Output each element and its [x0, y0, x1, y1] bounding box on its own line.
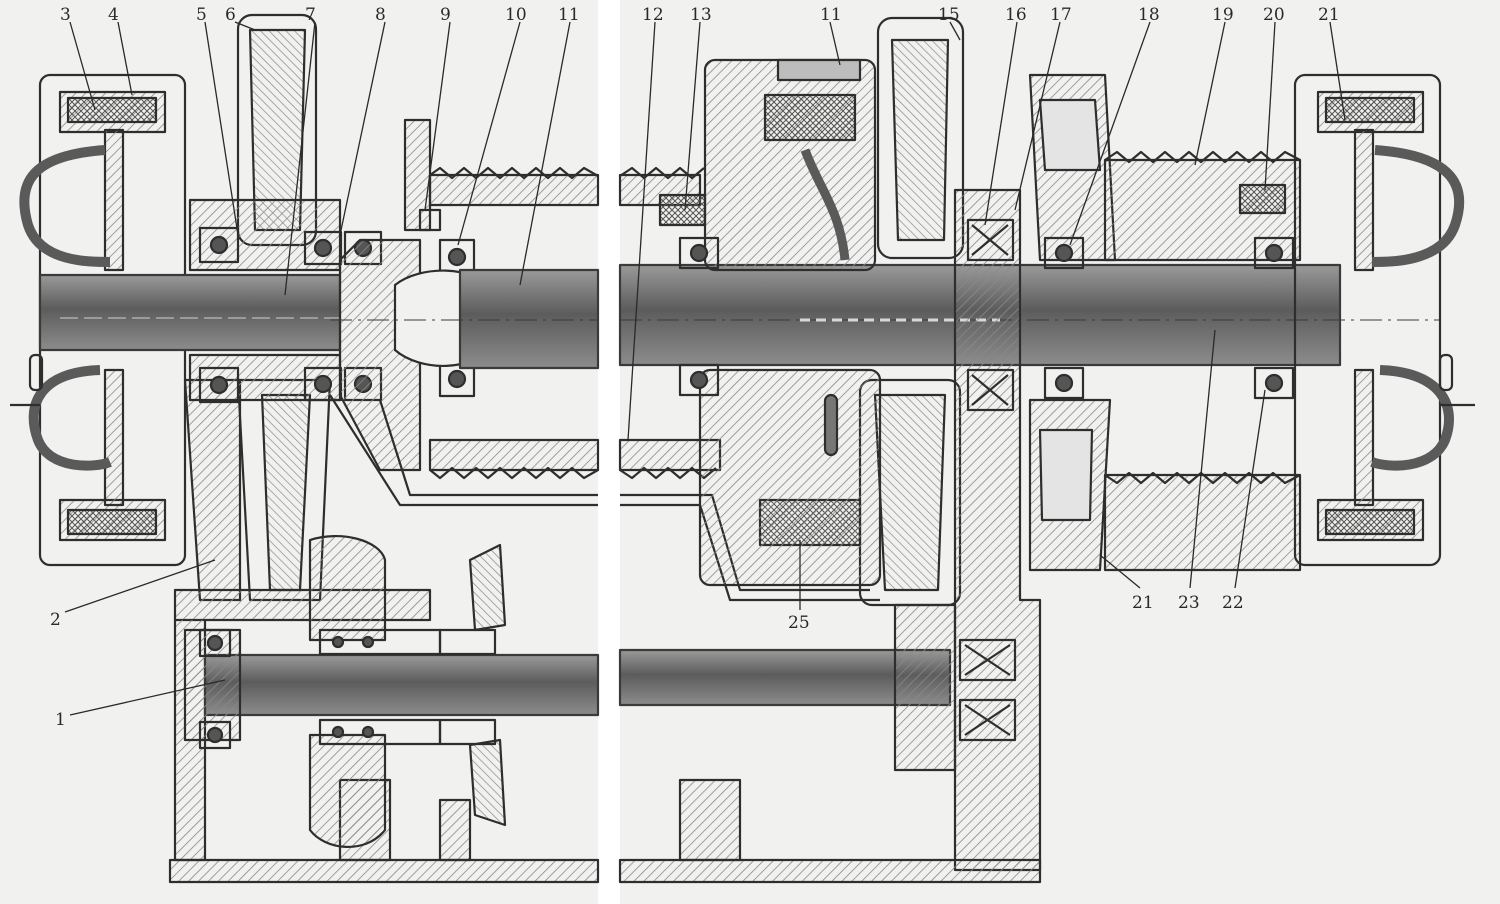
- left-hose-loops: [10, 145, 112, 471]
- callout-13: 13: [690, 5, 712, 25]
- callout-8: 8: [375, 5, 386, 25]
- callout-21-top: 21: [1318, 5, 1340, 25]
- page-gutter: [598, 0, 620, 904]
- callout-labels: 3 4 5 6 7 8 9 10 11 12 13 11 15 16 17 18…: [50, 5, 1340, 730]
- callout-17: 17: [1050, 5, 1072, 25]
- lower-gear-shaft: [183, 535, 600, 848]
- callout-5: 5: [196, 5, 207, 25]
- callout-10: 10: [505, 5, 527, 25]
- callout-23: 23: [1178, 593, 1200, 613]
- callout-9: 9: [440, 5, 451, 25]
- middle-brake-sheave: [678, 16, 965, 607]
- central-housing: [618, 188, 1042, 884]
- left-shaft: [38, 273, 342, 352]
- callout-18: 18: [1138, 5, 1160, 25]
- callout-4: 4: [108, 5, 119, 25]
- callout-15: 15: [938, 5, 960, 25]
- callout-1: 1: [55, 710, 66, 730]
- callout-6: 6: [225, 5, 236, 25]
- leader-lines: [64, 21, 1346, 716]
- callout-3: 3: [60, 5, 71, 25]
- callout-11-left: 11: [558, 5, 580, 25]
- callout-25: 25: [788, 613, 810, 633]
- callout-7: 7: [305, 5, 316, 25]
- callout-20: 20: [1263, 5, 1285, 25]
- left-cable-drum: [329, 166, 600, 507]
- callout-2: 2: [50, 610, 61, 630]
- callout-21-bottom: 21: [1132, 593, 1154, 613]
- right-hose-loops: [1370, 145, 1475, 471]
- callout-22: 22: [1222, 593, 1244, 613]
- left-brake-drum: [38, 73, 187, 567]
- callout-11-right: 11: [820, 5, 842, 25]
- callout-12: 12: [642, 5, 664, 25]
- callout-19: 19: [1212, 5, 1234, 25]
- right-cable-drum: [1028, 73, 1302, 572]
- callout-16: 16: [1005, 5, 1027, 25]
- right-brake-drum: [1293, 73, 1442, 567]
